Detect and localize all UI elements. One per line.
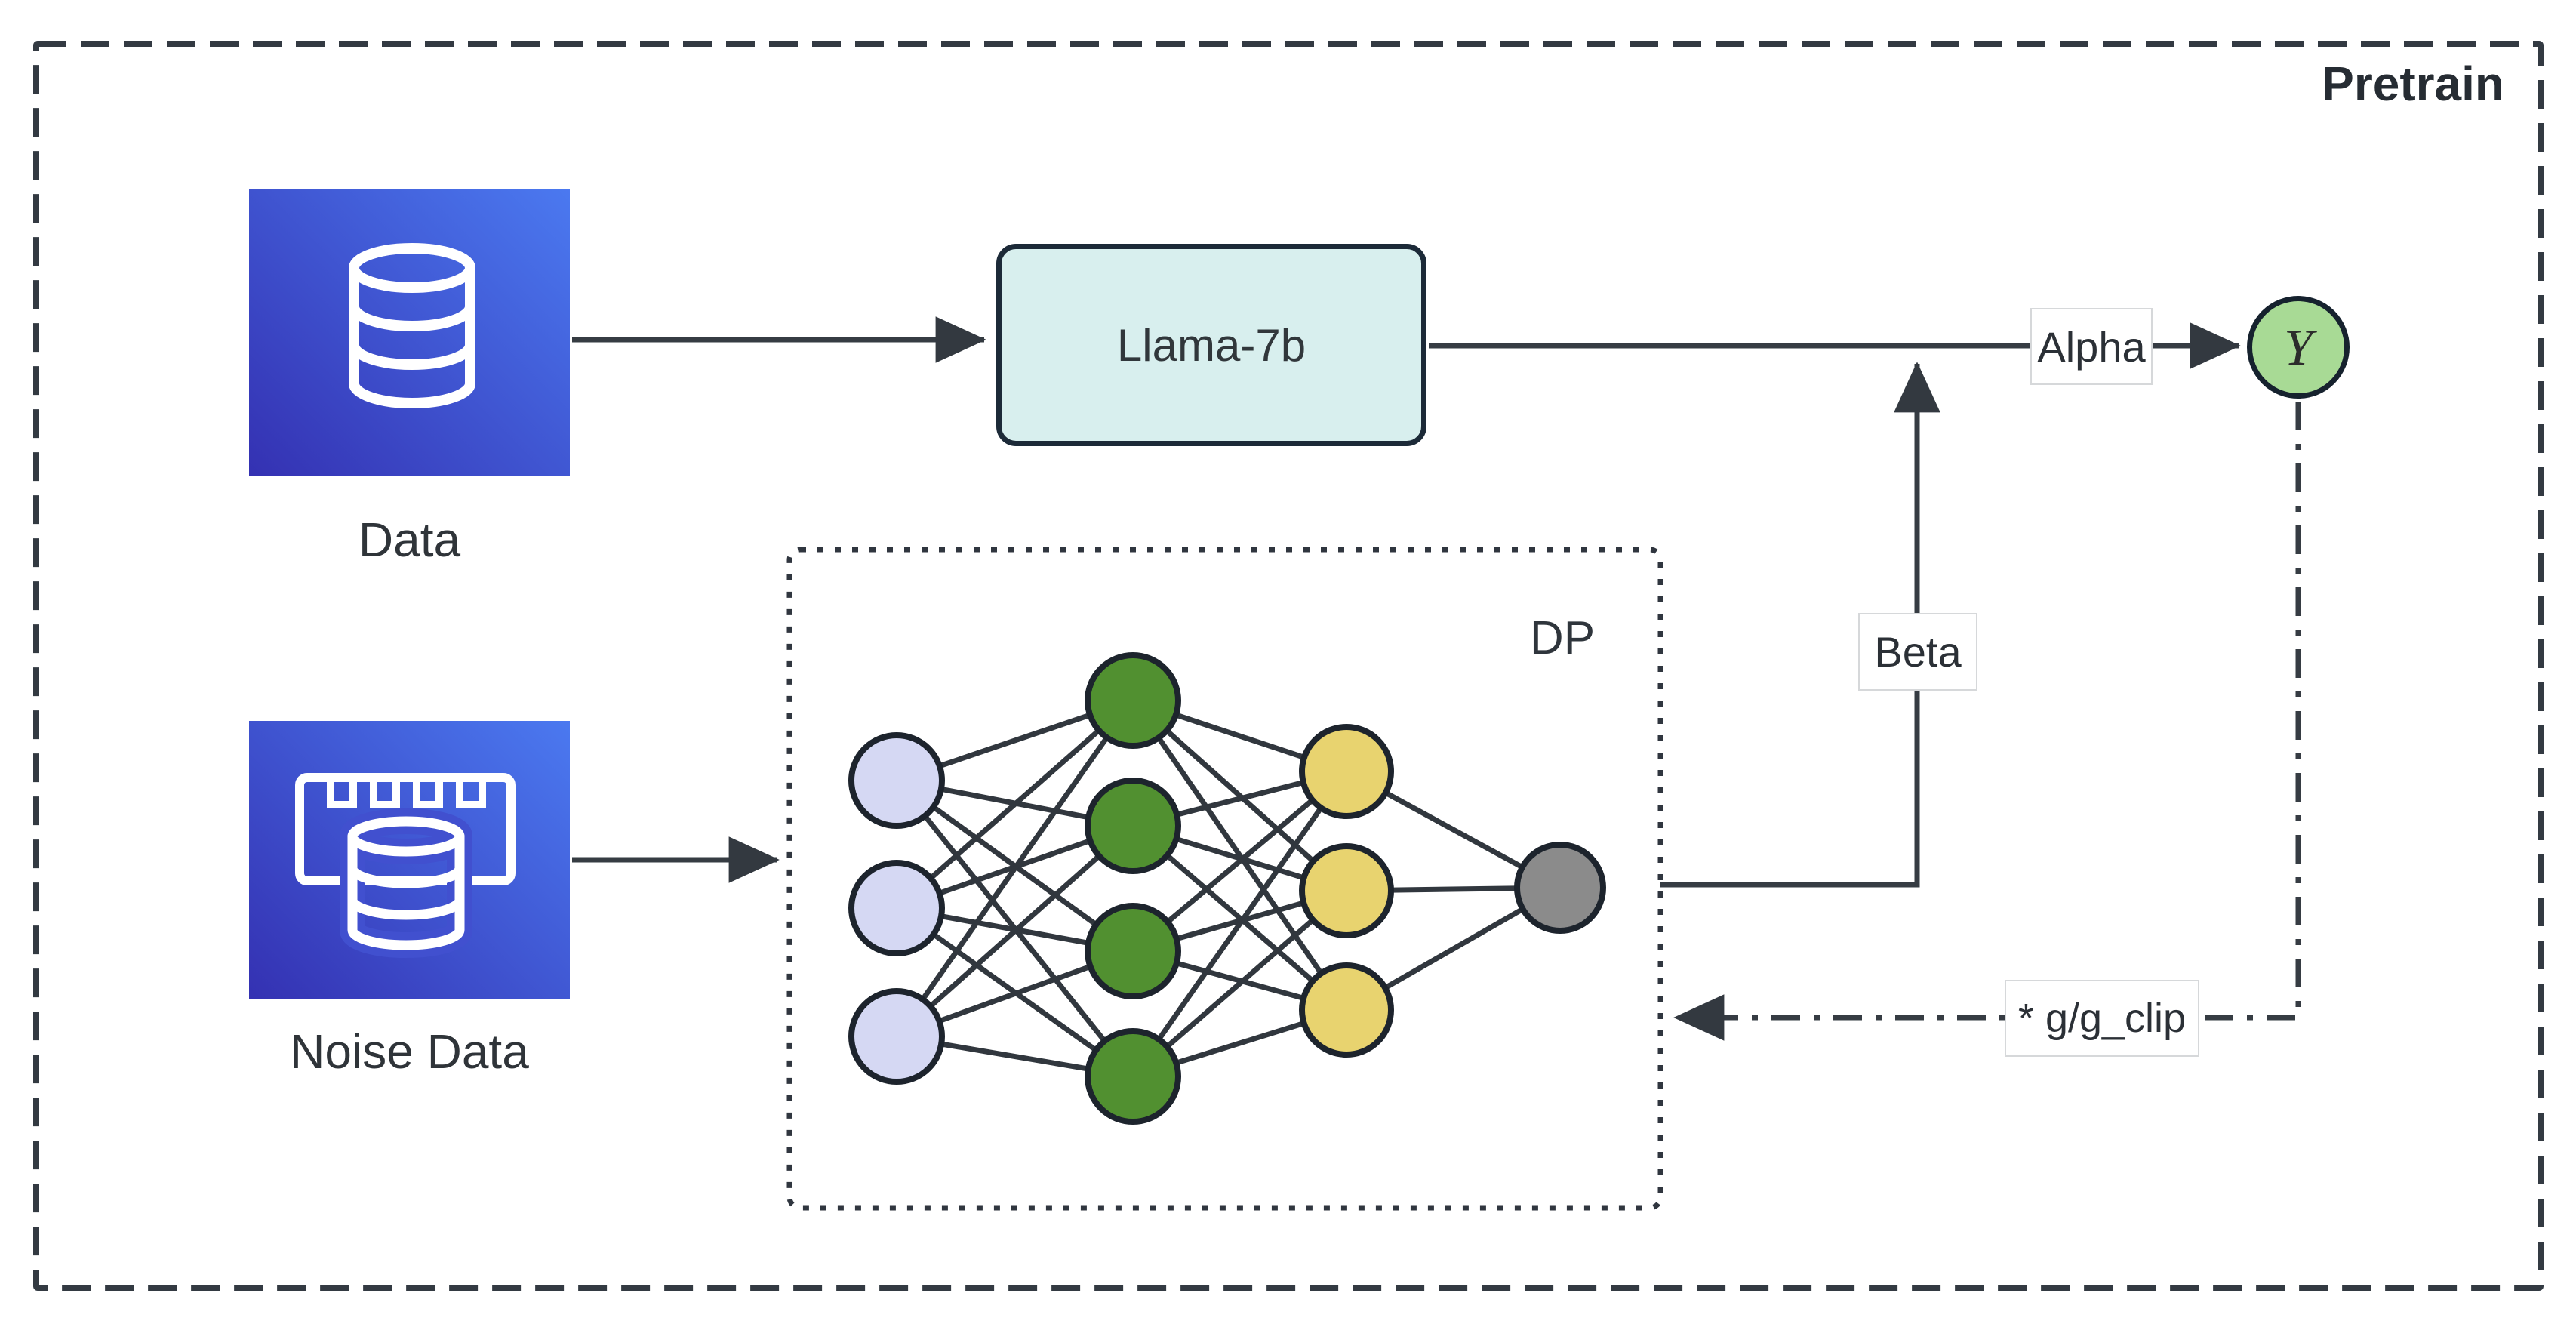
nn-edge — [1131, 699, 1349, 1012]
alpha-edge-label: Alpha — [2030, 308, 2153, 385]
database-icon — [349, 243, 475, 408]
arrow-dp-beta-up — [1660, 362, 1940, 888]
nn-node-hidden2-2 — [1299, 843, 1394, 938]
nn-node-input-2 — [848, 860, 945, 956]
dp-box-border — [786, 547, 1663, 1211]
beta-edge-label: Beta — [1858, 613, 1977, 691]
gclip-edge-label: * g/g_clip — [2005, 980, 2199, 1057]
nn-edge — [894, 698, 1135, 1039]
pretrain-frame-border — [33, 41, 2544, 1291]
nn-node-input-1 — [848, 732, 945, 829]
llama-7b-label: Llama-7b — [1116, 319, 1306, 371]
nn-node-hidden1-1 — [1085, 652, 1181, 749]
dp-box-label: DP — [1529, 612, 1596, 664]
nn-node-hidden2-3 — [1299, 962, 1394, 1058]
llama-7b-node: Llama-7b — [996, 244, 1426, 446]
frame-title: Pretrain — [2322, 57, 2504, 111]
nn-node-input-3 — [848, 988, 945, 1085]
noise-source-label: Noise Data — [290, 1024, 529, 1079]
nn-edge — [894, 698, 1135, 910]
data-source-tile — [249, 189, 570, 476]
nn-node-hidden2-1 — [1299, 724, 1394, 819]
y-output-label: Y — [2284, 318, 2313, 376]
y-output-node: Y — [2247, 296, 2350, 399]
nn-node-hidden1-2 — [1085, 778, 1181, 874]
arrow-y-gclip-feedback — [1673, 402, 2301, 1041]
memory-database-icon — [295, 773, 516, 958]
noise-source-tile — [249, 721, 570, 999]
nn-edge — [894, 824, 1135, 1039]
nn-node-hidden1-4 — [1085, 1028, 1181, 1125]
nn-node-hidden1-3 — [1085, 903, 1181, 999]
nn-node-output-1 — [1514, 842, 1606, 934]
nn-edge — [1131, 769, 1349, 1079]
data-source-label: Data — [358, 513, 461, 567]
neural-network — [848, 652, 1606, 1125]
